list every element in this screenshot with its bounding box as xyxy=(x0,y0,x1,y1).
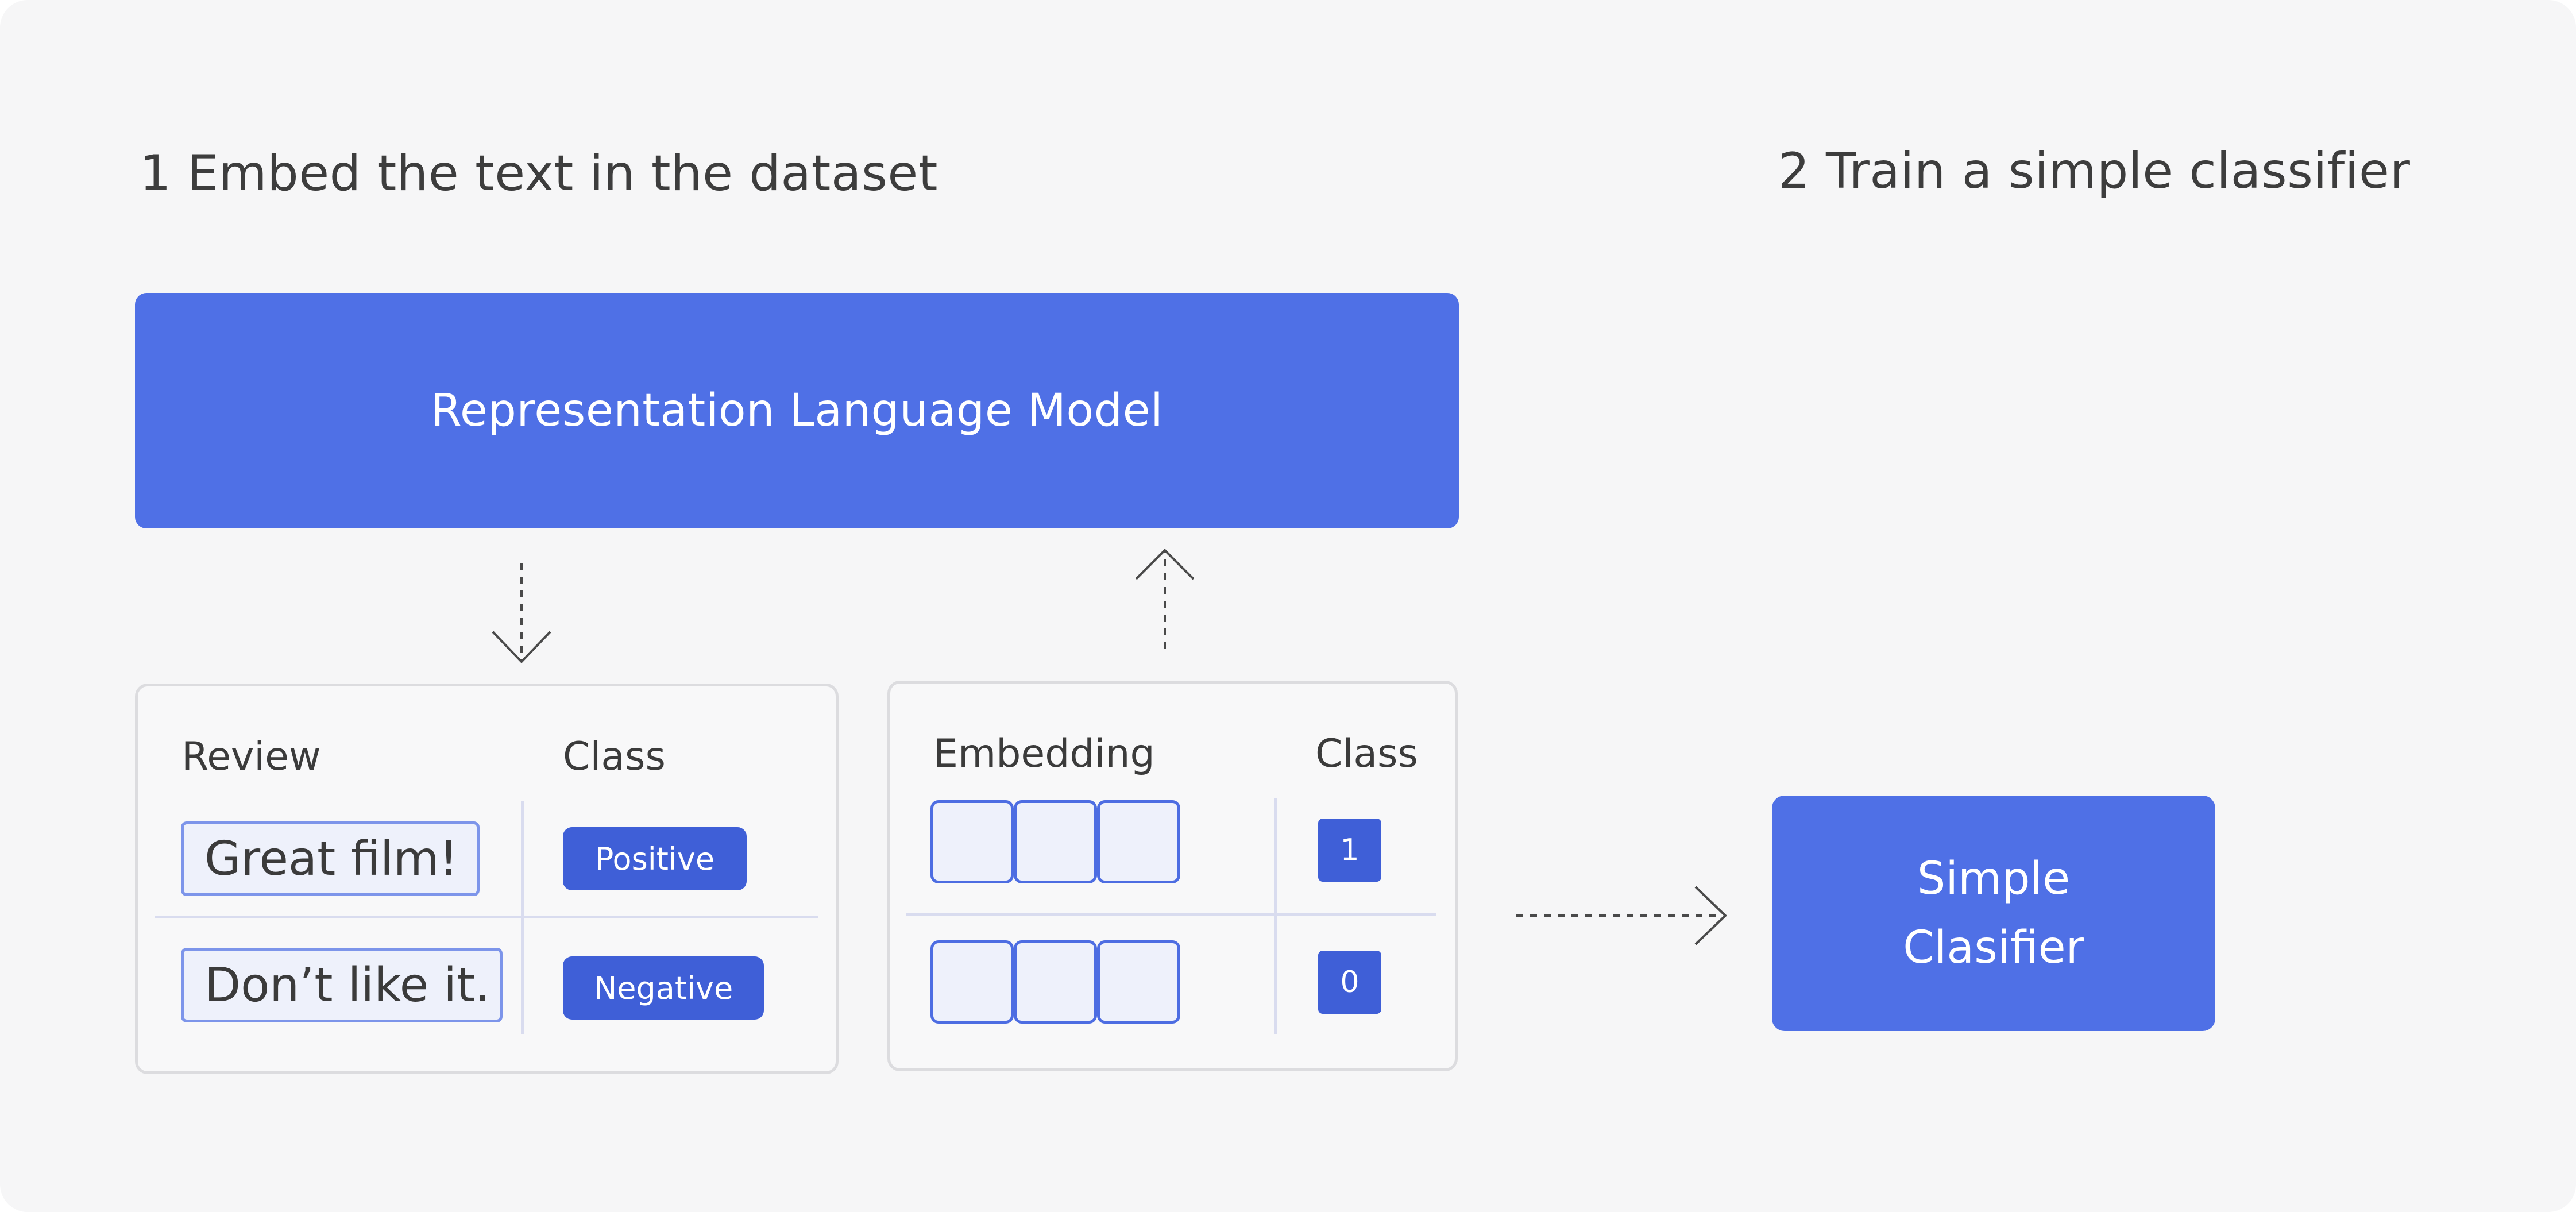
review-text: Great film! xyxy=(204,831,458,886)
step-1-title: 1 Embed the text in the dataset xyxy=(140,145,938,202)
arrow-right-icon xyxy=(1516,886,1727,945)
class-badge-positive: Positive xyxy=(563,827,747,890)
embedding-vector-cell xyxy=(1097,800,1180,883)
embedding-column-header: Embedding xyxy=(933,731,1155,777)
class-label-0: 0 xyxy=(1318,951,1381,1014)
embedding-vector-cell xyxy=(1014,800,1097,883)
embedding-class-column-header: Class xyxy=(1315,731,1418,777)
representation-model-label: Representation Language Model xyxy=(430,385,1164,437)
review-table-row-divider xyxy=(155,916,818,918)
arrow-down-icon xyxy=(492,563,551,663)
review-text-chip: Great film! xyxy=(181,821,480,896)
review-class-column-header: Class xyxy=(563,734,666,779)
class-badge-negative: Negative xyxy=(563,956,764,1020)
step-2-title: 2 Train a simple classifier xyxy=(1778,142,2411,200)
class-label-1: 1 xyxy=(1318,819,1381,882)
representation-model-box: Representation Language Model xyxy=(135,293,1459,528)
embedding-table-column-divider xyxy=(1274,798,1277,1034)
embedding-table-row-divider xyxy=(906,913,1436,916)
classifier-label-line1: Simple xyxy=(1917,853,2071,905)
arrow-up-icon xyxy=(1135,549,1195,649)
review-text-chip: Don’t like it. xyxy=(181,948,503,1022)
embedding-vector-cell xyxy=(1097,940,1180,1024)
review-text: Don’t like it. xyxy=(204,958,491,1013)
embedding-vector-cell xyxy=(930,800,1014,883)
embedding-vector-cell xyxy=(930,940,1014,1024)
embedding-vector-cell xyxy=(1014,940,1097,1024)
simple-classifier-box: Simple Clasifier xyxy=(1772,796,2215,1031)
classifier-label-line2: Clasifier xyxy=(1903,922,2084,974)
review-column-header: Review xyxy=(181,734,321,779)
